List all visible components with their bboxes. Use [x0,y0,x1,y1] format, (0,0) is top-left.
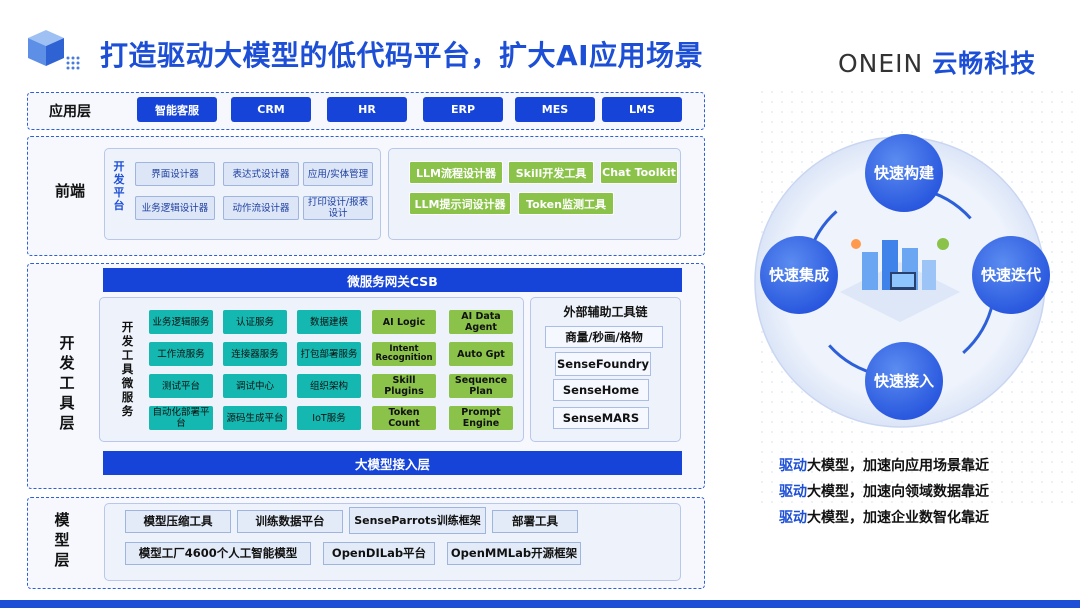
slogan-2: 驱动大模型，加速企业数智化靠近 [779,507,989,527]
frontend-layer-label: 前端 [54,182,85,200]
fe-left-item-4[interactable]: 动作流设计器 [223,196,299,220]
slogan-1: 驱动大模型，加速向领域数据靠近 [779,481,989,501]
slogan-1-highlight: 驱动 [779,484,807,500]
slogan-1-text: 大模型，加速向领域数据靠近 [807,484,989,500]
page-title: 打造驱动大模型的低代码平台，扩大AI应用场景 [100,39,704,72]
external-toolchain-title: 外部辅助工具链 [563,305,648,319]
app-item-5[interactable]: LMS [602,97,682,122]
slogan-0-text: 大模型，加速向应用场景靠近 [807,458,989,474]
green-item-4[interactable]: Skill Plugins [372,374,436,398]
green-item-3[interactable]: Auto Gpt [449,342,513,366]
dev-microservices-label: 开发工具微服务 [121,320,134,418]
fe-left-item-2[interactable]: 应用/实体管理 [303,162,373,186]
model-item-1[interactable]: 训练数据平台 [237,510,343,533]
cycle-node-right: 快速迭代 [972,236,1050,314]
cube-logo-icon [20,20,80,75]
teal-item-1[interactable]: 认证服务 [223,310,287,334]
teal-item-8[interactable]: 组织架构 [297,374,361,398]
app-item-4[interactable]: MES [515,97,595,122]
cycle-node-bottom: 快速接入 [865,342,943,420]
fe-right-item-4[interactable]: Token监测工具 [518,192,614,215]
app-item-3[interactable]: ERP [423,97,503,122]
teal-item-6[interactable]: 测试平台 [149,374,213,398]
teal-item-9[interactable]: 自动化部署平台 [149,406,213,430]
app-item-0[interactable]: 智能客服 [137,97,217,122]
fe-right-item-3[interactable]: LLM提示词设计器 [409,192,511,215]
model-item-3[interactable]: 部署工具 [492,510,578,533]
green-item-7[interactable]: Prompt Engine [449,406,513,430]
green-item-6[interactable]: Token Count [372,406,436,430]
model-layer-label: 模型层 [54,511,70,569]
teal-item-0[interactable]: 业务逻辑服务 [149,310,213,334]
fe-left-item-5[interactable]: 打印设计/报表设计 [303,196,373,220]
fe-left-item-1[interactable]: 表达式设计器 [223,162,299,186]
logo-latin: ONEIN [838,49,924,78]
model-item-6[interactable]: OpenMMLab开源框架 [447,542,581,565]
teal-item-7[interactable]: 调试中心 [223,374,287,398]
cycle-node-left: 快速集成 [760,236,838,314]
teal-item-2[interactable]: 数据建模 [297,310,361,334]
fe-right-item-2[interactable]: Chat Toolkit [600,161,678,184]
slogan-0-highlight: 驱动 [779,458,807,474]
model-item-2[interactable]: SenseParrots训练框架 [349,507,486,534]
ext-item-2[interactable]: SenseHome [553,379,649,401]
slogan-2-highlight: 驱动 [779,510,807,526]
bottom-stripe [0,600,1080,608]
fe-right-item-0[interactable]: LLM流程设计器 [409,161,503,184]
fe-left-item-0[interactable]: 界面设计器 [135,162,215,186]
teal-item-10[interactable]: 源码生成平台 [223,406,287,430]
gateway-bar: 微服务网关CSB [103,268,682,292]
teal-item-4[interactable]: 连接器服务 [223,342,287,366]
ext-item-0[interactable]: 商量/秒画/格物 [545,326,663,348]
green-item-1[interactable]: AI Data Agent [449,310,513,334]
server-illustration [840,238,960,322]
model-item-0[interactable]: 模型压缩工具 [125,510,231,533]
fe-right-item-1[interactable]: Skill开发工具 [508,161,594,184]
fe-left-item-3[interactable]: 业务逻辑设计器 [135,196,215,220]
model-item-5[interactable]: OpenDILab平台 [323,542,435,565]
dev-tools-layer-label: 开发工具层 [59,334,75,432]
model-item-4[interactable]: 模型工厂4600个人工智能模型 [125,542,311,565]
teal-item-3[interactable]: 工作流服务 [149,342,213,366]
green-item-2[interactable]: Intent Recognition [372,342,436,366]
ext-item-3[interactable]: SenseMARS [553,407,649,429]
slogan-2-text: 大模型，加速企业数智化靠近 [807,510,989,526]
teal-item-11[interactable]: IoT服务 [297,406,361,430]
app-layer-label: 应用层 [49,104,91,120]
slogan-0: 驱动大模型，加速向应用场景靠近 [779,455,989,475]
app-item-1[interactable]: CRM [231,97,311,122]
ext-item-1[interactable]: SenseFoundry [555,352,651,376]
green-item-0[interactable]: AI Logic [372,310,436,334]
company-logo: ONEIN 云畅科技 [838,44,1036,80]
logo-cn: 云畅科技 [932,49,1037,78]
cycle-node-top: 快速构建 [865,134,943,212]
green-item-5[interactable]: Sequence Plan [449,374,513,398]
teal-item-5[interactable]: 打包部署服务 [297,342,361,366]
llm-access-bar: 大模型接入层 [103,451,682,475]
dev-platform-label: 开发平台 [113,160,125,212]
app-item-2[interactable]: HR [327,97,407,122]
